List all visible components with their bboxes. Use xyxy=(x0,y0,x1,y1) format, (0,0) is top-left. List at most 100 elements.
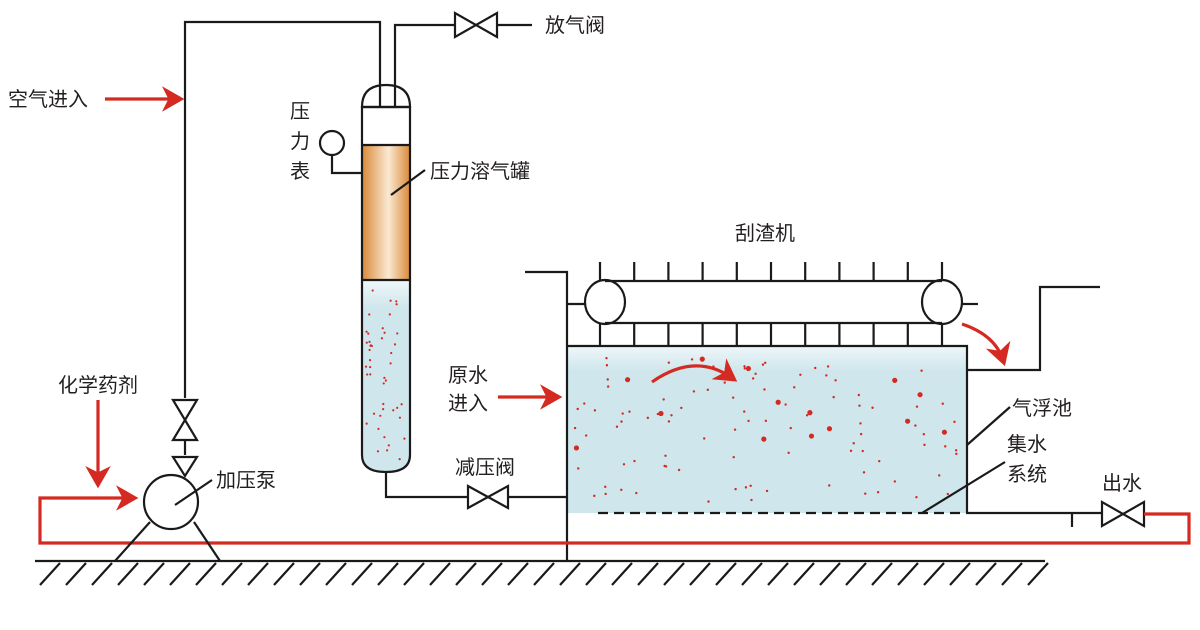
dissolved-air-tank xyxy=(360,83,412,474)
air-bubble xyxy=(573,426,577,430)
air-bubble xyxy=(622,463,626,466)
air-bubble xyxy=(396,406,399,409)
hatch-mark xyxy=(117,562,139,586)
air-bubble xyxy=(826,426,833,432)
hatch-mark xyxy=(559,562,581,586)
air-bubble xyxy=(593,409,597,412)
air-bubble xyxy=(365,341,368,344)
air-bubble xyxy=(403,437,406,440)
air-bubble xyxy=(944,445,947,448)
air-bubble xyxy=(364,365,368,368)
hatch-mark xyxy=(351,562,373,586)
air-bubble xyxy=(663,464,666,468)
air-bubble xyxy=(377,427,380,430)
hatch-mark xyxy=(637,562,659,586)
air-bubble xyxy=(825,374,828,377)
air-bubble xyxy=(376,450,380,453)
air-bubble xyxy=(680,406,683,410)
air-bubble xyxy=(381,327,384,330)
air-bubble xyxy=(392,409,395,412)
air-bubble xyxy=(690,358,694,361)
air-bubble xyxy=(621,412,624,415)
air-bubble xyxy=(849,449,853,453)
pressure-relief-valve-icon[interactable] xyxy=(466,484,510,510)
air-bubble xyxy=(946,492,950,496)
vent-valve-icon[interactable] xyxy=(453,11,499,39)
air-bubble xyxy=(667,420,671,423)
air-bubble xyxy=(857,393,861,397)
flotation-tank-label: 气浮池 xyxy=(1012,396,1072,420)
air-valve-icon[interactable] xyxy=(171,398,199,442)
air-bubble xyxy=(615,425,619,428)
air-bubble xyxy=(389,299,392,302)
hatch-mark xyxy=(871,562,893,586)
air-bubble xyxy=(922,433,926,436)
hatch-mark xyxy=(481,562,503,586)
flow-arrow xyxy=(651,358,738,384)
hatch-mark xyxy=(273,562,295,586)
air-bubble xyxy=(368,340,371,343)
air-bubble xyxy=(583,402,586,405)
air-bubble xyxy=(745,365,751,372)
air-bubble xyxy=(954,449,958,452)
hatch-mark xyxy=(845,562,867,586)
air-bubble xyxy=(646,416,650,420)
air-bubble xyxy=(576,407,579,411)
recycle-line xyxy=(38,485,1191,545)
air-bubble xyxy=(699,356,705,362)
air-bubble xyxy=(620,420,623,423)
pressure-relief-valve-label: 减压阀 xyxy=(455,455,515,479)
hatch-mark xyxy=(715,562,737,586)
air-bubble xyxy=(384,379,387,382)
air-bubble xyxy=(917,392,923,398)
hatch-mark xyxy=(741,562,763,586)
air-bubble xyxy=(814,366,817,370)
hatch-mark xyxy=(195,562,217,586)
air-bubble xyxy=(905,418,911,424)
air-bubble xyxy=(383,376,386,379)
air-bubble xyxy=(763,388,766,391)
leader-line xyxy=(921,461,1006,514)
air-bubble xyxy=(751,377,755,380)
hatch-mark xyxy=(455,562,477,586)
air-bubble xyxy=(723,381,726,384)
hatch-mark xyxy=(221,562,243,586)
air-bubble xyxy=(743,367,747,370)
air-bubble xyxy=(859,422,862,425)
air-bubble xyxy=(400,403,403,406)
hatch-mark xyxy=(975,562,997,586)
pressure-pump-label: 加压泵 xyxy=(216,468,276,492)
hatch-mark xyxy=(689,562,711,586)
hatch-mark xyxy=(897,562,919,586)
air-bubble xyxy=(379,414,382,417)
air-bubble xyxy=(862,471,866,474)
air-bubble xyxy=(577,467,580,470)
hatch-mark xyxy=(663,562,685,586)
air-bubble xyxy=(864,492,867,495)
air-bubble xyxy=(365,422,368,425)
air-bubble xyxy=(371,289,374,292)
air-bubble xyxy=(793,386,796,389)
hatch-mark xyxy=(65,562,87,586)
air-bubble xyxy=(369,373,372,376)
air-bubble xyxy=(382,402,385,406)
air-bubble xyxy=(368,348,371,352)
air-bubble xyxy=(635,491,638,495)
air-bubble xyxy=(593,494,596,498)
roller-icon xyxy=(920,278,964,326)
outlet-valve-icon[interactable] xyxy=(1100,500,1146,528)
air-bubble xyxy=(941,429,948,435)
air-bubble xyxy=(369,344,372,347)
air-bubble xyxy=(733,428,737,431)
air-bubble xyxy=(382,408,385,411)
hatch-mark xyxy=(949,562,971,586)
air-bubble xyxy=(808,433,815,439)
air-bubble xyxy=(383,436,386,439)
air-bubble xyxy=(573,445,580,451)
hatch-mark xyxy=(819,562,841,586)
air-bubble xyxy=(828,484,831,487)
air-bubble xyxy=(734,487,737,491)
air-bubble xyxy=(953,420,956,424)
air-bubble xyxy=(387,444,390,447)
check-valve-icon xyxy=(171,455,199,479)
